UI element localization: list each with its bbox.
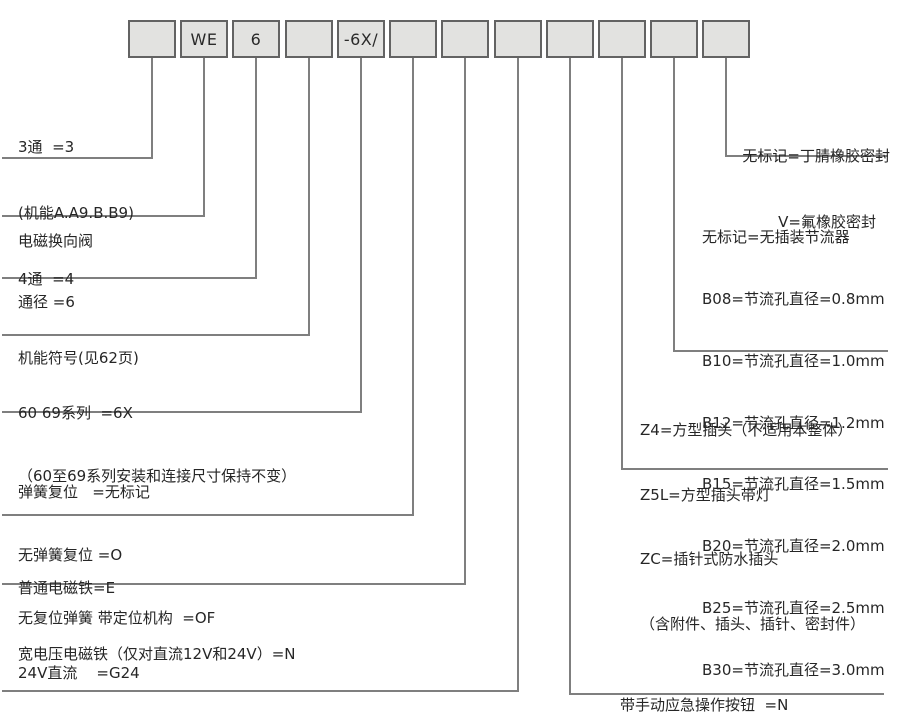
leader-h-spring-reset bbox=[2, 514, 414, 516]
leader-v-spring-reset bbox=[412, 58, 414, 516]
label-throttle: 无标记=无插装节流器 B08=节流孔直径=0.8mm B10=节流孔直径=1.0… bbox=[702, 186, 885, 721]
code-box-plug bbox=[598, 20, 646, 58]
leader-h-seal bbox=[725, 155, 888, 157]
label-spool-function: 机能符号(见62页) bbox=[18, 303, 139, 413]
label-line: Z4=方型插头（不适用本整体） bbox=[640, 421, 853, 439]
label-manual-override: 带手动应急操作按钮 =N bbox=[620, 650, 788, 723]
code-box-size: 6 bbox=[232, 20, 280, 58]
label-line: ZC=插针式防水插头 bbox=[640, 550, 779, 568]
label-line: Z5L=方型插头带灯 bbox=[640, 485, 771, 504]
label-line: 无标记=无插装节流器 bbox=[702, 228, 850, 247]
label-series: 60 69系列 =6X （60至69系列安装和连接尺寸保持不变） bbox=[18, 361, 296, 529]
leader-v-ways bbox=[151, 58, 153, 159]
label-voltage: 24V直流 =G24 220V交流.50Hz =W220-50 220V交流本整… bbox=[18, 621, 220, 723]
label-seal: 无标记=丁腈橡胶密封 V=氟橡胶密封 bbox=[700, 101, 890, 277]
leader-h-series bbox=[2, 411, 362, 413]
leader-v-spool-function bbox=[308, 58, 310, 336]
label-size: 通径 =6 bbox=[18, 247, 75, 357]
label-ways: 3通 =3 (机能A.A9.B.B9) 4通 =4 bbox=[18, 92, 134, 334]
label-line: B20=节流孔直径=2.0mm bbox=[702, 537, 885, 556]
label-line: （含附件、插头、插针、密封件） bbox=[640, 614, 866, 633]
code-box-spring-reset bbox=[389, 20, 437, 58]
code-box-type-we: WE bbox=[180, 20, 228, 58]
label-line: 无弹簧复位 =O bbox=[18, 546, 123, 564]
label-solenoid-type: 普通电磁铁=E 宽电压电磁铁（仅对直流12V和24V）=N bbox=[18, 533, 296, 709]
label-line: 普通电磁铁=E bbox=[18, 579, 116, 597]
leader-h-type bbox=[2, 215, 205, 217]
leader-v-plug bbox=[621, 58, 623, 470]
label-line: V=氟橡胶密封 bbox=[778, 213, 876, 231]
leader-v-seal bbox=[725, 58, 727, 157]
leader-v-voltage bbox=[517, 58, 519, 692]
label-line: 60 69系列 =6X bbox=[18, 404, 133, 422]
leader-v-throttle bbox=[673, 58, 675, 352]
leader-h-ways bbox=[2, 157, 153, 159]
leader-h-manual-override bbox=[569, 693, 884, 695]
label-line: B30=节流孔直径=3.0mm bbox=[702, 660, 885, 679]
label-line: (机能A.A9.B.B9) bbox=[18, 204, 134, 222]
leader-h-throttle bbox=[673, 350, 888, 352]
label-line: B25=节流孔直径=2.5mm bbox=[702, 598, 885, 617]
code-box-manual-override bbox=[546, 20, 594, 58]
label-line: B15=节流孔直径=1.5mm bbox=[702, 475, 885, 494]
leader-h-size bbox=[2, 277, 257, 279]
label-line: 弹簧复位 =无标记 bbox=[18, 483, 150, 501]
label-line: 无标记=丁腈橡胶密封 bbox=[742, 147, 890, 165]
label-spring-reset: 弹簧复位 =无标记 无弹簧复位 =O 无复位弹簧 带定位机构 =OF bbox=[18, 440, 215, 671]
label-line: 带手动应急操作按钮 =N bbox=[620, 696, 789, 714]
leader-h-spool-function bbox=[2, 334, 310, 336]
label-line: （60至69系列安装和连接尺寸保持不变） bbox=[18, 467, 297, 485]
leader-v-solenoid-type bbox=[464, 58, 466, 585]
label-line: 无复位弹簧 带定位机构 =OF bbox=[18, 609, 216, 627]
code-box-throttle bbox=[650, 20, 698, 58]
code-box-series: -6X/ bbox=[337, 20, 385, 58]
label-line: 机能符号(见62页) bbox=[18, 349, 139, 367]
label-valve-type: 电磁换向阀 bbox=[18, 186, 93, 296]
code-box-spool-function bbox=[285, 20, 333, 58]
label-line: B10=节流孔直径=1.0mm bbox=[702, 351, 885, 370]
label-line: 宽电压电磁铁（仅对直流12V和24V）=N bbox=[18, 645, 296, 663]
leader-v-size bbox=[255, 58, 257, 279]
label-line: 3通 =3 bbox=[18, 138, 75, 156]
leader-v-type bbox=[203, 58, 205, 217]
label-line: 通径 =6 bbox=[18, 293, 75, 311]
label-line: 24V直流 =G24 bbox=[18, 664, 140, 682]
code-box-solenoid-type bbox=[441, 20, 489, 58]
leader-h-plug bbox=[621, 468, 888, 470]
label-line: 4通 =4 bbox=[18, 270, 75, 288]
label-plug: Z4=方型插头（不适用本整体） Z5L=方型插头带灯 ZC=插针式防水插头 （含… bbox=[640, 377, 865, 678]
leader-v-manual-override bbox=[569, 58, 571, 695]
label-line: B12=节流孔直径=1.2mm bbox=[702, 413, 885, 432]
label-line: 电磁换向阀 bbox=[18, 232, 94, 250]
label-line: B08=节流孔直径=0.8mm bbox=[702, 289, 885, 308]
leader-h-voltage bbox=[2, 690, 519, 692]
code-box-voltage bbox=[494, 20, 542, 58]
code-box-seal bbox=[702, 20, 750, 58]
leader-h-solenoid-type bbox=[2, 583, 466, 585]
leader-v-series bbox=[360, 58, 362, 413]
code-box-ways bbox=[128, 20, 176, 58]
